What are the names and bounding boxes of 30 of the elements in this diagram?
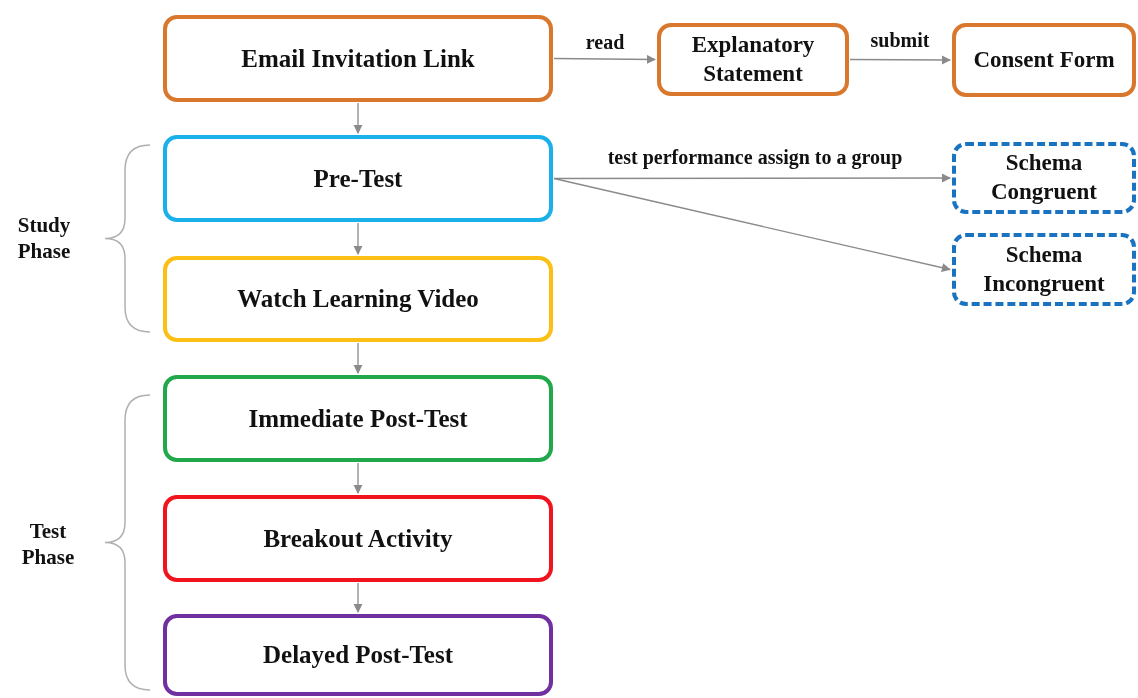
group-box xyxy=(952,233,1136,306)
process-box xyxy=(163,15,553,102)
process-box xyxy=(952,23,1136,97)
process-box xyxy=(163,256,553,342)
box-label: Breakout Activity xyxy=(262,523,454,554)
process-box xyxy=(163,495,553,582)
box-label: Explanatory Statement xyxy=(690,30,816,88)
process-box xyxy=(657,23,849,96)
box-label: Schema Incongruent xyxy=(982,240,1106,298)
process-box xyxy=(163,614,553,696)
arrow xyxy=(849,55,951,65)
phase-label: Study Phase xyxy=(16,211,72,265)
box-label: Email Invitation Link xyxy=(240,43,476,74)
process-box xyxy=(163,135,553,222)
box-label: Pre-Test xyxy=(312,163,404,194)
box-label: Watch Learning Video xyxy=(236,284,480,315)
arrow xyxy=(553,177,951,273)
arrow xyxy=(353,462,363,494)
arrow xyxy=(353,342,363,374)
group-box xyxy=(952,142,1136,214)
arrow xyxy=(353,582,363,613)
box-label: Immediate Post-Test xyxy=(247,403,469,434)
arrow xyxy=(553,54,656,64)
box-label: Consent Form xyxy=(972,45,1116,74)
arrow xyxy=(353,222,363,255)
phase-label: Test Phase xyxy=(20,517,76,571)
box-label: Schema Congruent xyxy=(989,149,1099,206)
box-label: Delayed Post-Test xyxy=(262,640,454,671)
process-box xyxy=(163,375,553,462)
arrow xyxy=(353,102,363,134)
